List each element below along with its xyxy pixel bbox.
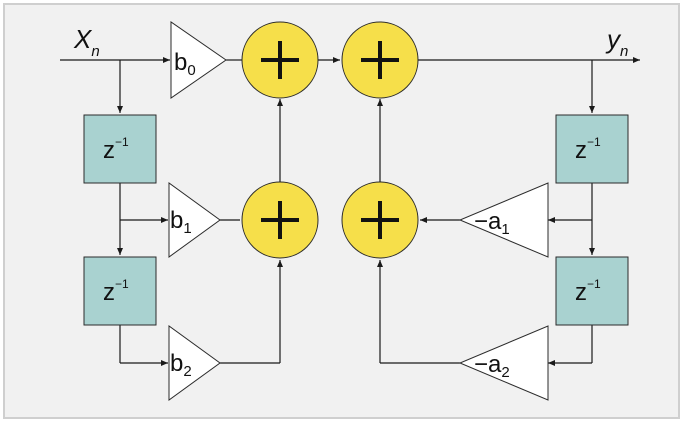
svg-text:b2: b2 bbox=[170, 350, 192, 380]
svg-text:b0: b0 bbox=[174, 49, 196, 79]
delay-label-base: z bbox=[103, 137, 115, 164]
gain-b1: b1 bbox=[168, 182, 221, 258]
gain-minus-a1: −a1 bbox=[458, 182, 549, 258]
diagram-panel bbox=[3, 3, 680, 419]
delay-left-2: z−1 bbox=[83, 256, 157, 326]
delay-right-1: z−1 bbox=[555, 114, 629, 184]
gain-b2: b2 bbox=[168, 325, 221, 401]
output-signal-label: yn bbox=[605, 24, 628, 60]
svg-text:z−1: z−1 bbox=[103, 277, 129, 306]
adder-middle-left bbox=[241, 181, 319, 259]
signal-wires bbox=[60, 57, 640, 366]
delay-label-base: z bbox=[103, 279, 115, 306]
svg-text:z−1: z−1 bbox=[575, 277, 601, 306]
gain-b0: b0 bbox=[170, 21, 227, 99]
input-signal-label: Xn bbox=[73, 24, 100, 60]
svg-text:b1: b1 bbox=[170, 207, 192, 237]
svg-text:z−1: z−1 bbox=[575, 135, 601, 164]
svg-text:−a1: −a1 bbox=[474, 208, 510, 238]
adder-top-left bbox=[241, 21, 319, 99]
adder-top-right bbox=[341, 21, 419, 99]
delay-label-base: z bbox=[575, 137, 587, 164]
delay-label-exponent: −1 bbox=[587, 135, 601, 149]
svg-text:z−1: z−1 bbox=[103, 135, 129, 164]
delay-left-1: z−1 bbox=[83, 114, 157, 184]
adder-middle-right bbox=[341, 181, 419, 259]
delay-label-exponent: −1 bbox=[115, 135, 129, 149]
gain-minus-a2: −a2 bbox=[458, 325, 549, 401]
delay-label-exponent: −1 bbox=[587, 277, 601, 291]
svg-text:−a2: −a2 bbox=[474, 351, 510, 381]
delay-right-2: z−1 bbox=[555, 256, 629, 326]
delay-label-base: z bbox=[575, 279, 587, 306]
delay-label-exponent: −1 bbox=[115, 277, 129, 291]
